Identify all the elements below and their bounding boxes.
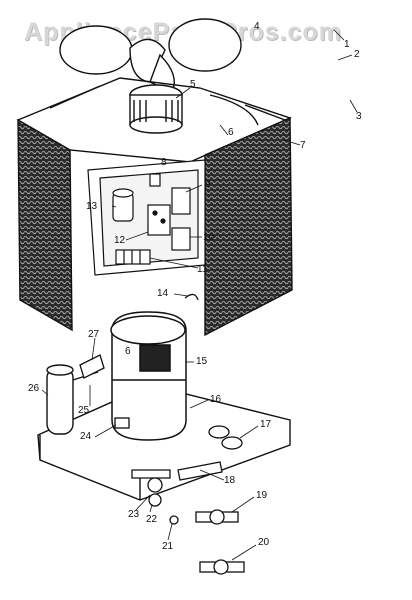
fan-motor [129, 84, 183, 134]
callout-19: 19 [256, 490, 268, 501]
callout-18: 18 [224, 475, 236, 486]
callout-12: 12 [114, 235, 126, 246]
callout-15: 15 [196, 356, 208, 367]
callout-22: 22 [146, 514, 158, 525]
left-condenser-coil [17, 118, 73, 332]
callout-6-lower: 6 [125, 346, 131, 357]
callout-8: 8 [161, 157, 167, 168]
fan-blade-assembly [59, 18, 242, 93]
callout-14: 14 [157, 288, 169, 299]
callout-6: 6 [228, 127, 234, 138]
callout-20: 20 [258, 537, 270, 548]
callout-3: 3 [356, 111, 362, 122]
service-valves [79, 293, 245, 575]
callout-13: 13 [86, 201, 98, 212]
leader-lines [41, 29, 358, 561]
callout-26: 26 [28, 383, 40, 394]
callout-2: 2 [354, 49, 360, 60]
callout-16: 16 [210, 394, 222, 405]
right-condenser-coil [204, 116, 293, 337]
callout-25: 25 [78, 405, 90, 416]
callout-4: 4 [254, 21, 260, 32]
callout-11: 11 [197, 264, 208, 275]
control-box [87, 159, 206, 276]
callout-23: 23 [128, 509, 140, 520]
accumulator [46, 364, 99, 435]
callout-21: 21 [162, 541, 174, 552]
callout-1: 1 [344, 39, 350, 50]
callout-5: 5 [190, 79, 196, 90]
callout-27: 27 [88, 329, 100, 340]
callout-10: 10 [203, 232, 215, 243]
compressor [110, 311, 187, 441]
callout-17: 17 [260, 419, 272, 430]
callout-7: 7 [300, 140, 306, 151]
base-pan [37, 384, 291, 501]
callout-9: 9 [205, 179, 211, 190]
callout-24: 24 [80, 431, 92, 442]
